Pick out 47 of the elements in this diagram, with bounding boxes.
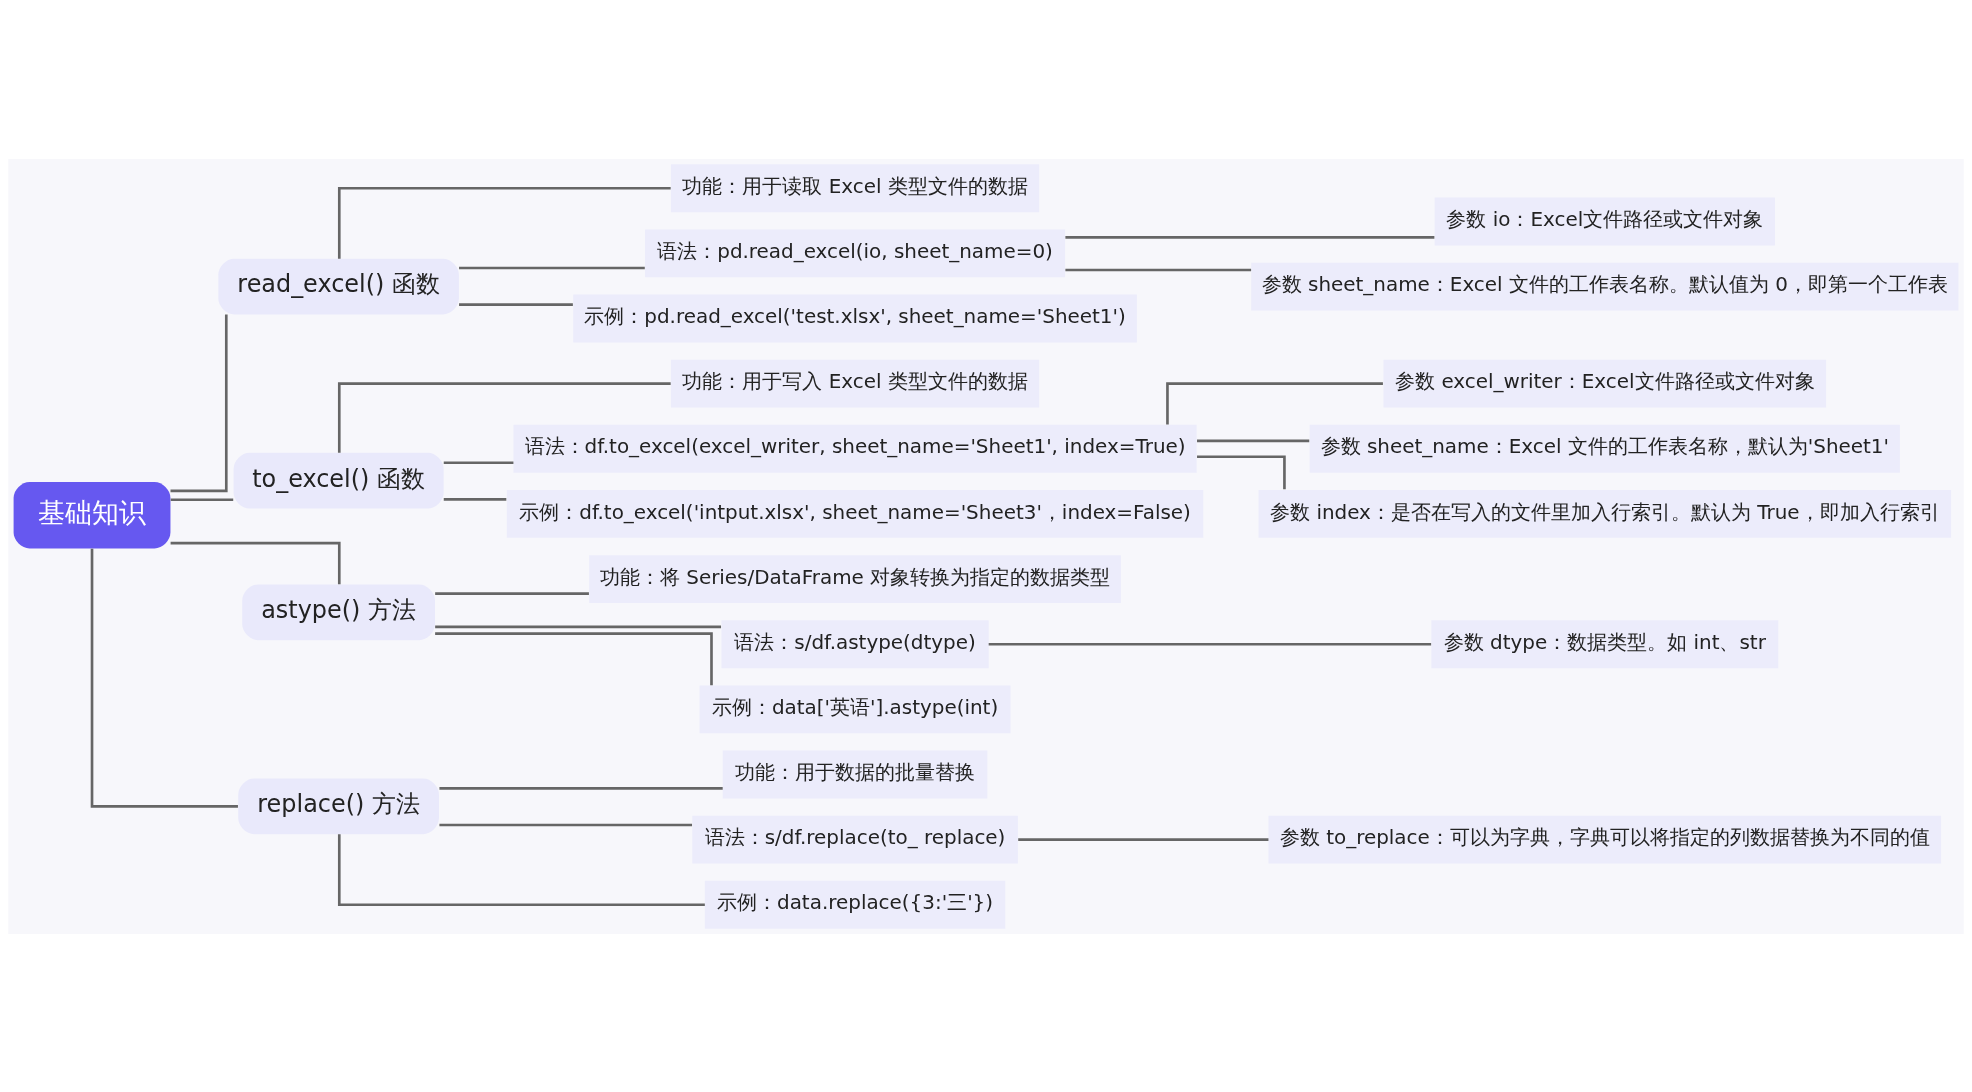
connector	[1197, 439, 1310, 442]
connector	[170, 314, 228, 492]
node-box: 示例：pd.read_excel('test.xlsx', sheet_name='Sheet1')	[573, 294, 1137, 342]
node-box: to_excel() 函数	[233, 452, 444, 509]
node-box: 基础知识	[13, 481, 171, 548]
connector	[1197, 454, 1286, 489]
connector	[337, 833, 705, 906]
node-box: 参数 io：Excel文件路径或文件对象	[1434, 197, 1775, 245]
connector	[337, 186, 671, 259]
node-box: 参数 sheet_name：Excel 文件的工作表名称。默认值为 0，即第一个工作表	[1251, 262, 1959, 311]
connector	[439, 823, 692, 826]
connector	[443, 460, 514, 464]
node-box: 参数 to_replace：可以为字典，字典可以将指定的列数据替换为不同的值	[1268, 815, 1942, 864]
connector	[459, 302, 573, 306]
connector	[170, 497, 234, 501]
node-box: 参数 sheet_name：Excel 文件的工作表名称，默认为'Sheet1'	[1309, 424, 1900, 473]
node-box: 功能：用于数据的批量替换	[722, 750, 988, 798]
connector	[435, 591, 589, 595]
connector	[988, 642, 1432, 646]
connector	[435, 631, 713, 685]
node-box: 功能：用于读取 Excel 类型文件的数据	[670, 163, 1040, 212]
connector	[435, 625, 721, 628]
node-box: 功能：将 Series/DataFrame 对象转换为指定的数据类型	[589, 554, 1121, 603]
node-box: astype() 方法	[242, 583, 435, 640]
node-box: 示例：data['英语'].astype(int)	[699, 684, 1011, 733]
connector	[1166, 381, 1383, 425]
node-box: 语法：df.to_excel(excel_writer, sheet_name='Sheet1', index=True)	[513, 424, 1197, 473]
node-box: 功能：用于写入 Excel 类型文件的数据	[670, 359, 1040, 408]
node-box: 参数 excel_writer：Excel文件路径或文件对象	[1383, 359, 1827, 408]
node-box: 示例：df.to_excel('intput.xlsx', sheet_name='Sheet3'，index=False)	[506, 489, 1204, 538]
node-box: 参数 index：是否在写入的文件里加入行索引。默认为 True，即加入行索引	[1258, 489, 1952, 538]
connector	[1018, 837, 1269, 841]
node-box: 语法：pd.read_excel(io, sheet_name=0)	[645, 228, 1066, 277]
node-box: 语法：s/df.replace(to_ replace)	[692, 815, 1018, 864]
node-box: 语法：s/df.astype(dtype)	[721, 619, 989, 668]
node-box: replace() 方法	[238, 777, 439, 834]
connector	[1065, 235, 1435, 239]
connector	[90, 548, 238, 808]
node-box: 示例：data.replace({3:'三'})	[704, 880, 1006, 929]
node-box: read_excel() 函数	[218, 258, 459, 315]
connector	[170, 541, 341, 584]
connector	[443, 497, 507, 501]
connector	[439, 786, 723, 790]
connector	[459, 266, 645, 269]
node-box: 参数 dtype：数据类型。如 int、str	[1431, 619, 1779, 668]
connector	[1065, 268, 1252, 271]
connector	[337, 381, 671, 453]
